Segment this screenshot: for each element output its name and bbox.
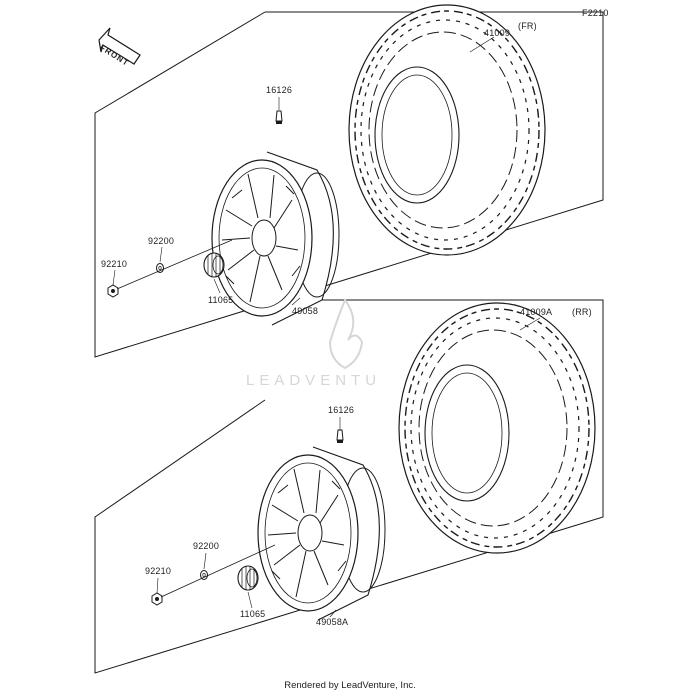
rear-cap-label: 11065 (240, 609, 266, 619)
front-arrow-icon (98, 27, 141, 65)
front-cap (203, 252, 225, 278)
front-valve (275, 110, 283, 125)
front-washer-label: 92200 (148, 236, 175, 246)
footer-credit: Rendered by LeadVenture, Inc. (284, 680, 416, 691)
rear-washer-label: 92200 (193, 541, 220, 551)
rear-wheel-label: 49058A (316, 617, 349, 627)
front-nut (107, 284, 119, 298)
rear-tire-label: 41009A (520, 307, 553, 317)
rear-wheel (257, 446, 386, 621)
front-position-tag: (FR) (518, 21, 537, 31)
front-tire (348, 4, 546, 256)
figure-code: F2210 (582, 8, 609, 18)
front-nut-label: 92210 (101, 259, 128, 269)
rear-nut (151, 592, 163, 606)
front-group-frame (94, 11, 604, 358)
front-cap-label: 11065 (208, 295, 234, 305)
watermark: LEADVENTU (246, 372, 382, 389)
rear-nut-label: 92210 (145, 566, 172, 576)
front-valve-label: 16126 (266, 85, 293, 95)
front-tire-label: 41009 (484, 28, 511, 38)
front-washer (156, 263, 164, 273)
rear-valve-label: 16126 (328, 405, 355, 415)
front-wheel-label: 49058 (292, 306, 319, 316)
watermark-flame-icon (328, 297, 364, 370)
rear-tire (398, 302, 596, 554)
rear-valve (336, 429, 344, 444)
rear-position-tag: (RR) (572, 307, 592, 317)
rear-cap (237, 565, 259, 591)
